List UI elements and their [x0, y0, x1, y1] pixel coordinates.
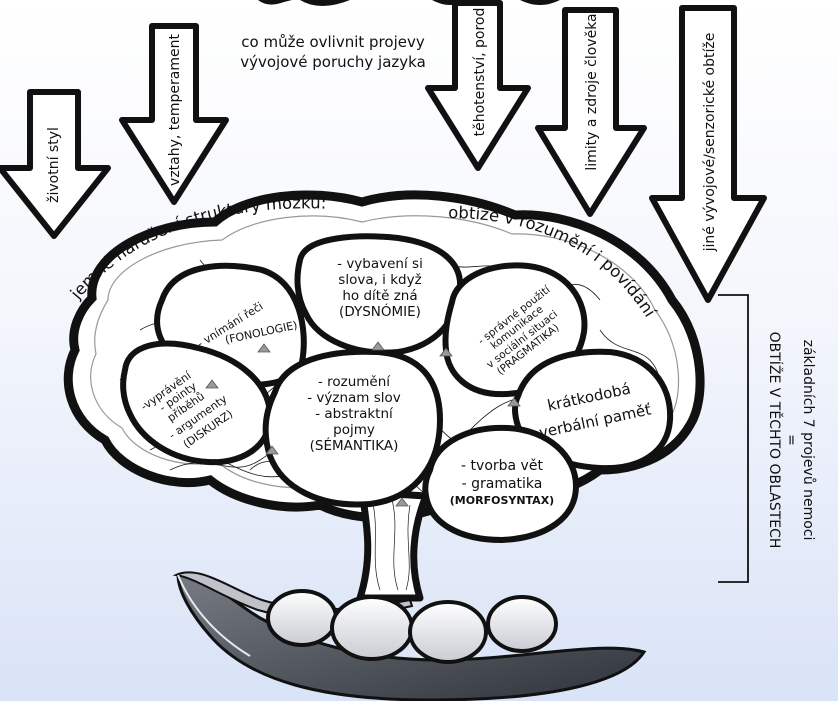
- semantika-line-4: pojmy: [333, 422, 375, 438]
- side-line-3: OBTÍŽE V TĚCHTO OBLASTECH: [766, 332, 784, 549]
- caption-line-1: co může ovlivnit projevy: [241, 33, 425, 51]
- pea-2: [330, 595, 414, 661]
- pea-3: [408, 600, 488, 664]
- brain-stem: [356, 488, 430, 602]
- pea-4: [486, 595, 558, 653]
- dysnomie-line-3: ho dítě zná: [342, 288, 417, 304]
- stem-nerves: [371, 499, 411, 591]
- title-remnant: [258, 0, 560, 6]
- connector-marks: [205, 341, 521, 507]
- area-morfosyntax: - tvorba vět - gramatika (MORFOSYNTAX): [422, 424, 580, 544]
- peas: [266, 589, 558, 664]
- arrow-label-tehotenstvi-porod: těhotenství, porod: [472, 8, 488, 137]
- semantika-line-3: - abstraktní: [315, 406, 394, 422]
- area-pamet: krátkodobá verbální paměť: [512, 348, 674, 472]
- semantika-line-1: - rozumění: [318, 374, 391, 390]
- arrow-label-vztahy-temperament: vztahy, temperament: [167, 34, 183, 186]
- arrow-limity-zdroje: limity a zdroje člověka: [535, 7, 647, 217]
- semantika-line-5: (SÉMANTIKA): [310, 437, 399, 454]
- semantika-line-2: - význam slov: [307, 390, 401, 406]
- dysnomie-line-2: slova, i když: [338, 272, 421, 288]
- bracket: [718, 294, 749, 583]
- arrow-label-zivotni-styl: životní styl: [46, 127, 62, 203]
- arrow-jine-obtize: jiné vývojové/senzorické obtíže: [649, 5, 767, 303]
- area-dysnomie: - vybavení si slova, i když ho dítě zná …: [294, 233, 464, 356]
- caption-line-2: vývojové poruchy jazyka: [240, 53, 426, 71]
- dysnomie-line-4: (DYSNÓMIE): [339, 302, 421, 320]
- morfosyntax-line-2: - gramatika: [462, 476, 543, 492]
- arrow-label-jine-obtize: jiné vývojové/senzorické obtíže: [702, 33, 718, 253]
- morfosyntax-line-3: (MORFOSYNTAX): [450, 494, 554, 507]
- arrow-vztahy-temperament: vztahy, temperament: [119, 23, 229, 205]
- morfosyntax-line-1: - tvorba vět: [461, 458, 543, 474]
- side-line-2: =: [783, 434, 799, 446]
- arrow-label-limity-zdroje: limity a zdroje člověka: [584, 13, 600, 170]
- area-diskurz: -vyprávění - pointy příběhů - argumenty …: [120, 340, 274, 466]
- arrow-tehotenstvi-porod: těhotenství, porod: [425, 0, 531, 171]
- side-line-1: základních 7 projevů nemoci: [800, 340, 816, 541]
- arrow-zivotni-styl: životní styl: [0, 89, 111, 239]
- area-semantika: - rozumění - význam slov - abstraktní po…: [262, 348, 444, 508]
- dysnomie-line-1: - vybavení si: [337, 256, 423, 272]
- pea-1: [266, 589, 338, 647]
